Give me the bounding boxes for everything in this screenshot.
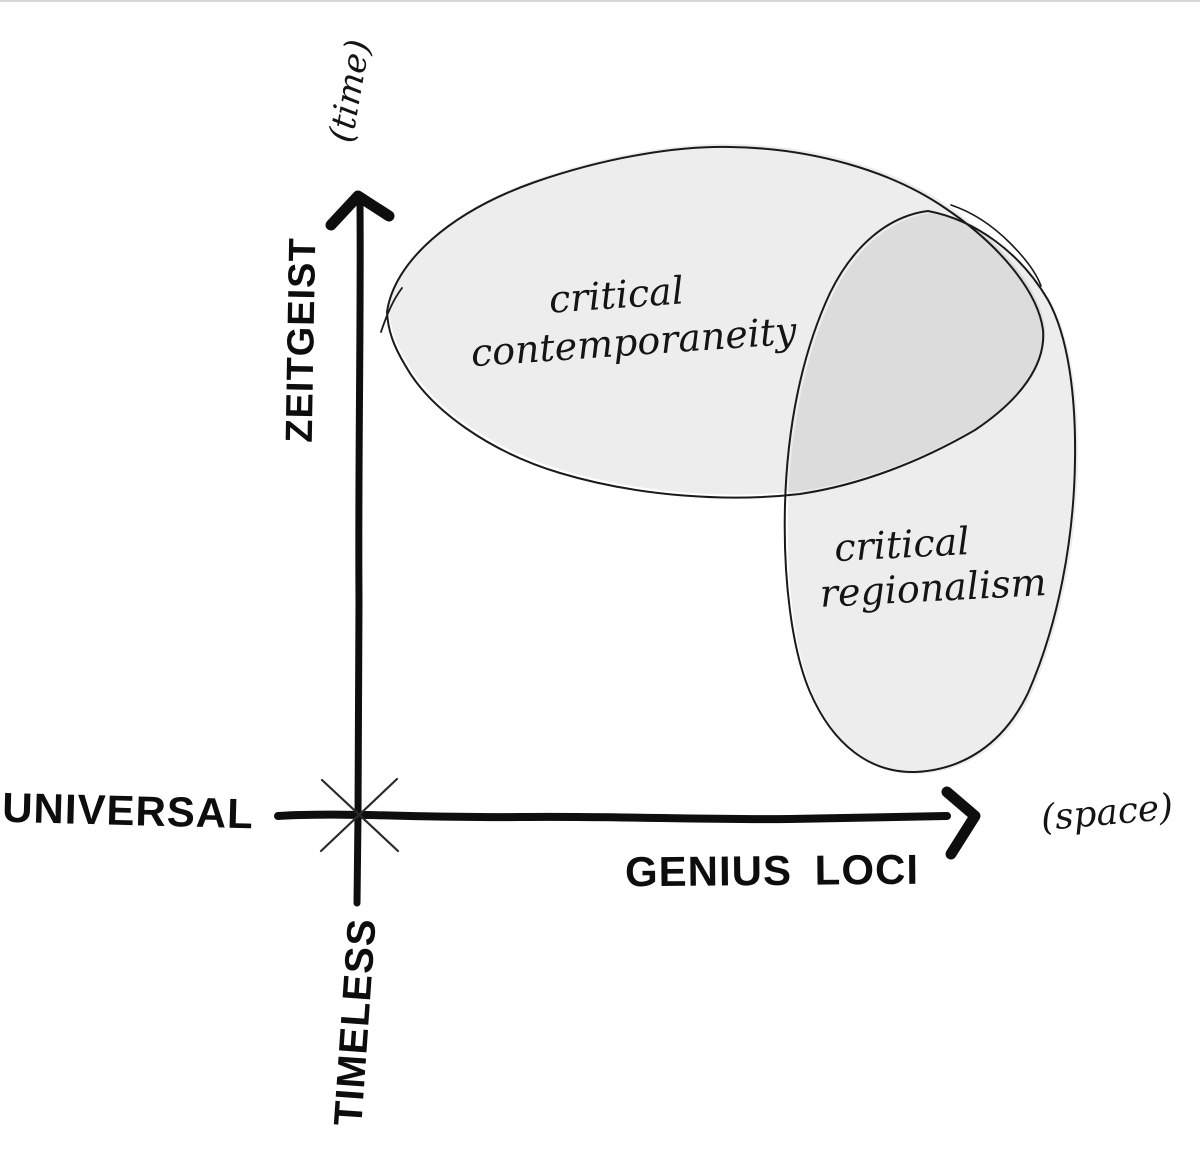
regionalism-region-outline: [783, 209, 1077, 774]
sketch-tip-stroke: [380, 287, 403, 333]
origin-cross-mark: [319, 777, 400, 853]
contemporaneity-region-fill: [389, 143, 1046, 495]
regionalism-region-label: critical regionalism: [816, 515, 1048, 617]
genius-loci-axis-label: GENIUS LOCI: [624, 845, 920, 896]
horizontal-axis-arrowhead: [941, 786, 981, 860]
vertical-axis-arrowhead: [325, 190, 395, 231]
sketch-doubling-stroke: [950, 204, 1042, 287]
zeitgeist-axis-label: ZEITGEIST: [278, 236, 325, 444]
contemporaneity-region-outline: [385, 145, 1045, 499]
top-edge-line: [0, 0, 1200, 2]
vertical-axis-line: [353, 200, 364, 907]
region-outlines: [380, 145, 1077, 774]
axes: [274, 190, 981, 907]
universal-axis-label: UNIVERSAL: [1, 783, 255, 838]
horizontal-axis-line: [274, 810, 951, 824]
region-fills: [389, 143, 1079, 775]
regionalism-region-fill: [787, 213, 1079, 775]
